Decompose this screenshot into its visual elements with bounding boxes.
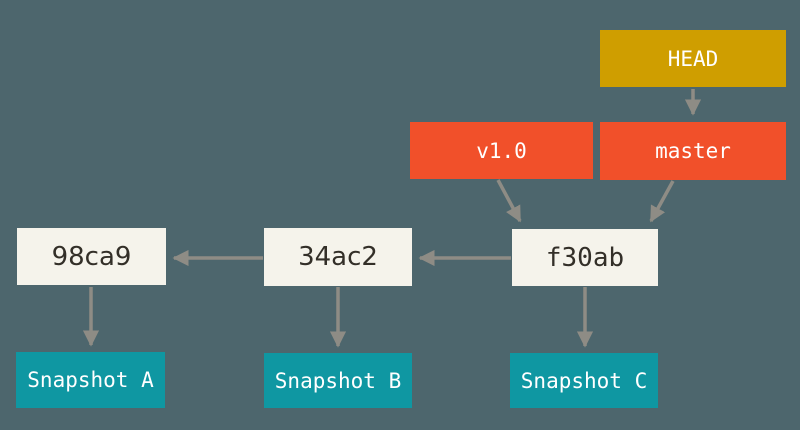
node-commit-f30ab: f30ab [512, 229, 658, 286]
node-snapshot-b: Snapshot B [264, 353, 412, 408]
node-snapshot-c: Snapshot C [510, 353, 658, 408]
node-tag-v1-0: v1.0 [410, 122, 593, 179]
node-commit-98ca9: 98ca9 [17, 228, 166, 285]
node-snapshot-a: Snapshot A [16, 352, 165, 408]
node-commit-34ac2: 34ac2 [264, 228, 412, 286]
arrow-master-to-f30ab [649, 180, 675, 223]
arrow-v1-0-to-f30ab [496, 179, 522, 223]
node-head: HEAD [600, 30, 786, 87]
node-master: master [600, 122, 786, 180]
